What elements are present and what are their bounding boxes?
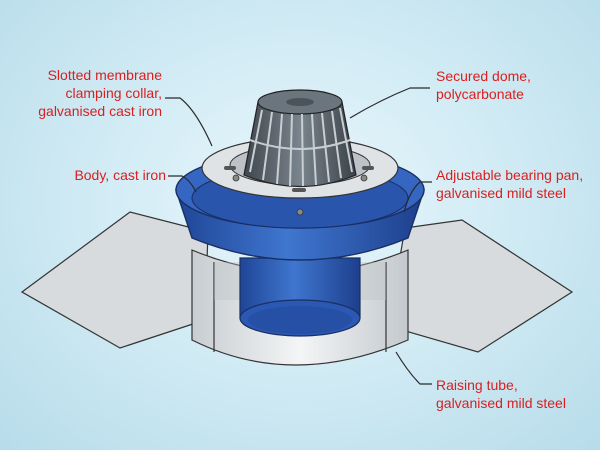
label-secured-dome: Secured dome, polycarbonate	[436, 67, 531, 103]
bearing-pan-left	[20, 211, 209, 349]
label-body: Body, cast iron	[58, 166, 166, 184]
label-raising-tube: Raising tube, galvanised mild steel	[436, 376, 566, 412]
label-clamping-collar-line1: Slotted membrane	[47, 67, 162, 83]
label-secured-dome-line1: Secured dome,	[436, 68, 531, 84]
label-clamping-collar-line3: galvanised cast iron	[38, 103, 162, 119]
label-raising-tube-line2: galvanised mild steel	[436, 395, 566, 411]
label-bearing-pan: Adjustable bearing pan, galvanised mild …	[436, 166, 583, 202]
label-bearing-pan-line1: Adjustable bearing pan,	[436, 167, 584, 183]
bearing-pan-right	[387, 219, 574, 353]
label-raising-tube-line1: Raising tube,	[436, 377, 518, 393]
label-clamping-collar: Slotted membrane clamping collar, galvan…	[28, 66, 162, 120]
label-bearing-pan-line2: galvanised mild steel	[436, 185, 566, 201]
leader-dome	[349, 87, 430, 119]
leader-tube	[395, 351, 432, 385]
label-secured-dome-line2: polycarbonate	[436, 86, 524, 102]
label-clamping-collar-line2: clamping collar,	[65, 85, 163, 101]
leader-body	[168, 175, 197, 193]
label-body-line1: Body, cast iron	[74, 167, 166, 183]
leader-collar	[165, 97, 213, 147]
leader-pan	[403, 181, 432, 213]
